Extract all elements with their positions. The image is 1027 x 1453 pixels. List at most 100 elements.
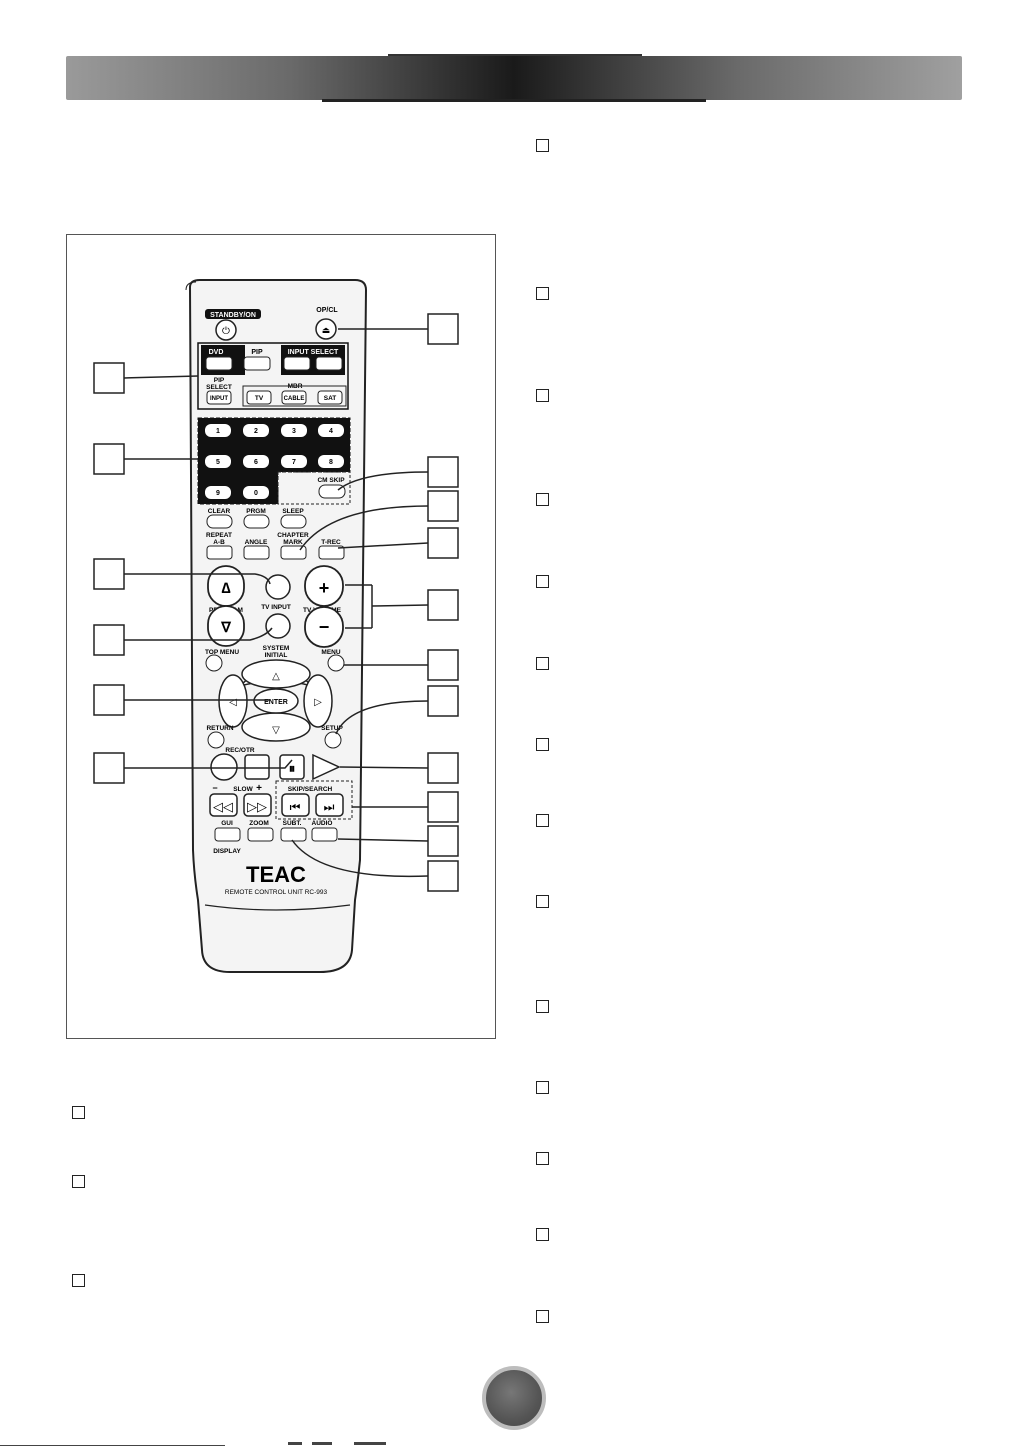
dvd-button[interactable] — [205, 356, 233, 371]
checkbox[interactable] — [536, 657, 549, 670]
pip-button[interactable] — [243, 356, 271, 371]
gui-label: GUI — [221, 820, 233, 827]
model-line: REMOTE CONTROL UNIT RC-993 — [225, 889, 328, 896]
prgm-button[interactable] — [243, 514, 270, 529]
cable-button[interactable] — [281, 390, 307, 405]
checkbox[interactable] — [536, 1081, 549, 1094]
callout-box — [93, 752, 125, 784]
digit-2-button[interactable]: 2 — [254, 428, 258, 435]
repeat-button[interactable] — [206, 545, 233, 560]
program-down-button[interactable] — [207, 605, 245, 647]
checkbox[interactable] — [536, 1310, 549, 1323]
navigation-pad: △ ▽ ◁ ▷ ENTER — [218, 659, 333, 742]
play-button[interactable] — [312, 753, 341, 781]
skip-search-label: SKIP/SEARCH — [288, 786, 333, 793]
subt-button[interactable] — [280, 827, 307, 842]
enter-label: ENTER — [264, 699, 288, 706]
callout-boxes-left — [93, 362, 125, 784]
enter-button[interactable] — [253, 688, 299, 714]
digit-6-button[interactable]: 6 — [254, 459, 258, 466]
slow-rewind-button[interactable] — [209, 793, 238, 817]
slow-forward-button[interactable] — [243, 793, 272, 817]
checkbox[interactable] — [536, 1152, 549, 1165]
setup-label: SETUP — [321, 725, 343, 732]
top-menu-button[interactable] — [205, 654, 223, 672]
digit-7-button[interactable]: 7 — [292, 459, 296, 466]
menu-button[interactable] — [327, 654, 345, 672]
display-label: DISPLAY — [213, 848, 241, 855]
digit-9-button[interactable]: 9 — [216, 490, 220, 497]
angle-label: ANGLE — [245, 539, 268, 546]
cm-skip-button[interactable] — [318, 484, 346, 499]
numeric-keypad: 1 2 3 4 5 6 7 8 9 0 — [205, 424, 344, 499]
rec-button[interactable] — [210, 753, 238, 781]
top-menu-label: TOP MENU — [205, 649, 239, 656]
checkbox[interactable] — [536, 493, 549, 506]
callout-box — [93, 684, 125, 716]
sleep-button[interactable] — [280, 514, 307, 529]
checkbox[interactable] — [72, 1274, 85, 1287]
setup-button[interactable] — [324, 731, 342, 749]
eject-icon: ⏏ — [322, 325, 331, 335]
gui-button[interactable] — [214, 827, 241, 842]
checkbox[interactable] — [72, 1106, 85, 1119]
trec-label: T-REC — [321, 539, 341, 546]
tv-volume-down-button[interactable] — [304, 606, 344, 648]
checkbox[interactable] — [536, 895, 549, 908]
trec-button[interactable] — [318, 545, 345, 560]
audio-button[interactable] — [311, 827, 338, 842]
return-button[interactable] — [207, 731, 225, 749]
standby-button[interactable] — [215, 319, 237, 341]
digit-3-button[interactable]: 3 — [292, 428, 296, 435]
slow-plus-icon: + — [256, 783, 262, 794]
subt-label: SUBT. — [283, 820, 302, 827]
checkbox[interactable] — [536, 287, 549, 300]
sat-button-label: SAT — [324, 395, 337, 402]
nav-up-button[interactable] — [241, 659, 311, 689]
opcl-label: OP/CL — [316, 307, 338, 314]
checkbox[interactable] — [72, 1175, 85, 1188]
clear-button[interactable] — [206, 514, 233, 529]
angle-button[interactable] — [243, 545, 270, 560]
tv-input-button[interactable] — [265, 574, 291, 600]
digit-0-button[interactable]: 0 — [254, 490, 258, 497]
checkbox[interactable] — [536, 389, 549, 402]
opcl-button[interactable] — [315, 318, 337, 340]
input-select-a-button[interactable] — [283, 356, 311, 371]
callout-box — [93, 558, 125, 590]
checkbox[interactable] — [536, 575, 549, 588]
tv-button[interactable] — [246, 390, 272, 405]
digit-1-button[interactable]: 1 — [216, 428, 220, 435]
checkbox[interactable] — [536, 1228, 549, 1241]
nav-right-button[interactable] — [303, 674, 333, 728]
pip-select-input-button[interactable] — [206, 390, 232, 405]
page-number-badge — [482, 1366, 546, 1430]
skip-back-button[interactable] — [281, 793, 310, 817]
checkbox[interactable] — [536, 814, 549, 827]
digit-4-button[interactable]: 4 — [329, 428, 333, 435]
slow-label: SLOW — [233, 786, 253, 793]
system-initial-button[interactable] — [265, 613, 291, 639]
pause-button[interactable] — [279, 754, 305, 780]
chapter-label-2: MARK — [283, 539, 303, 546]
tv-volume-up-button[interactable] — [304, 565, 344, 607]
repeat-label-1: REPEAT — [206, 532, 232, 539]
input-select-b-button[interactable] — [315, 356, 343, 371]
footer-mark — [288, 1442, 302, 1445]
digit-5-button[interactable]: 5 — [216, 459, 220, 466]
skip-forward-button[interactable] — [315, 793, 344, 817]
remote-figure-frame — [66, 234, 496, 1039]
nav-left-button[interactable] — [218, 674, 248, 728]
checkbox[interactable] — [536, 139, 549, 152]
checkbox[interactable] — [536, 738, 549, 751]
return-label: RETURN — [206, 725, 233, 732]
pip-select-label-2: SELECT — [206, 384, 232, 391]
sat-button[interactable] — [317, 390, 343, 405]
zoom-button[interactable] — [247, 827, 274, 842]
checkbox[interactable] — [536, 1000, 549, 1013]
footer-mark — [312, 1442, 332, 1445]
stop-button[interactable] — [244, 754, 270, 780]
digit-8-button[interactable]: 8 — [329, 459, 333, 466]
program-down-icon: ∇ — [220, 619, 231, 635]
callout-box — [427, 527, 459, 559]
